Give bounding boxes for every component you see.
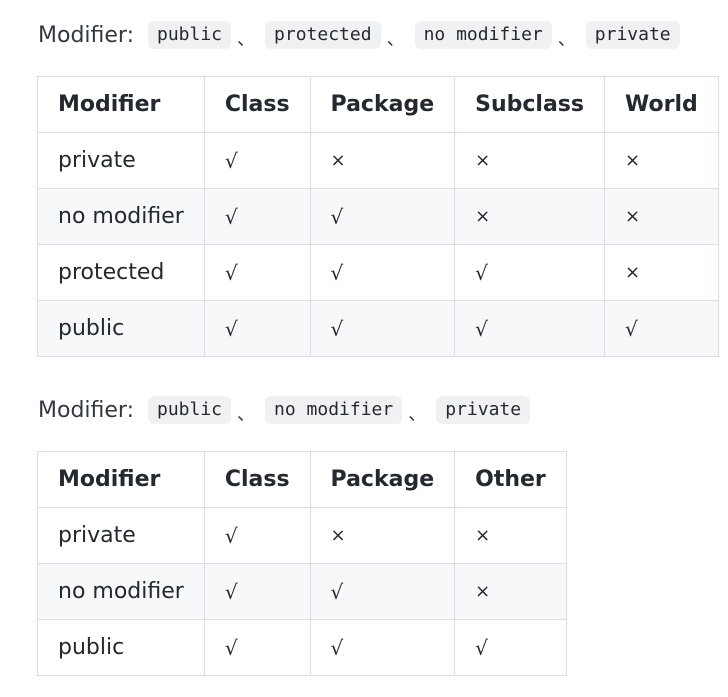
- code-no-modifier: no modifier: [414, 21, 552, 49]
- code-private: private: [585, 21, 680, 49]
- cell-access: ×: [604, 188, 719, 245]
- table-row: public √ √ √ √: [37, 300, 719, 357]
- cell-access: √: [454, 244, 605, 301]
- code-no-modifier: no modifier: [265, 396, 403, 424]
- header-package: Package: [309, 76, 456, 133]
- table-row: no modifier √ √ ×: [37, 563, 567, 620]
- separator: 、: [237, 29, 256, 50]
- header-package: Package: [309, 451, 456, 508]
- cell-access: √: [203, 563, 311, 620]
- header-other: Other: [454, 451, 567, 508]
- cell-access: √: [203, 132, 311, 189]
- cell-access: √: [203, 244, 311, 301]
- separator: 、: [557, 29, 576, 50]
- code-public: public: [147, 396, 232, 424]
- table-header-row: Modifier Class Package Subclass World: [37, 76, 719, 133]
- table-row: protected √ √ √ ×: [37, 244, 719, 301]
- cell-access: ×: [454, 563, 567, 620]
- cell-modifier: private: [37, 132, 205, 189]
- cell-access: √: [203, 619, 311, 676]
- cell-access: √: [203, 507, 311, 564]
- separator: 、: [408, 404, 427, 425]
- cell-access: √: [309, 563, 456, 620]
- header-subclass: Subclass: [454, 76, 605, 133]
- cell-modifier: public: [37, 300, 205, 357]
- cell-access: ×: [454, 507, 567, 564]
- header-world: World: [604, 76, 719, 133]
- cell-access: √: [309, 244, 456, 301]
- modifier-intro-2: Modifier: public 、 no modifier 、 private: [38, 395, 531, 425]
- code-public: public: [147, 21, 232, 49]
- cell-access: √: [203, 188, 311, 245]
- code-protected: protected: [265, 21, 381, 49]
- cell-access: √: [203, 300, 311, 357]
- cell-access: ×: [604, 244, 719, 301]
- table-row: private √ × ×: [37, 507, 567, 564]
- cell-modifier: no modifier: [37, 563, 205, 620]
- cell-access: ×: [454, 132, 605, 189]
- cell-access: √: [454, 300, 605, 357]
- header-modifier: Modifier: [37, 451, 205, 508]
- cell-access: √: [309, 188, 456, 245]
- cell-access: ×: [604, 132, 719, 189]
- header-class: Class: [203, 76, 311, 133]
- table-row: private √ × × ×: [37, 132, 719, 189]
- cell-access: √: [604, 300, 719, 357]
- cell-access: ×: [454, 188, 605, 245]
- intro-label: Modifier:: [38, 397, 134, 423]
- header-modifier: Modifier: [37, 76, 205, 133]
- table-row: public √ √ √: [37, 619, 567, 676]
- cell-modifier: protected: [37, 244, 205, 301]
- separator: 、: [237, 404, 256, 425]
- access-modifier-table-class-members: Modifier Class Package Subclass World pr…: [37, 76, 719, 357]
- cell-access: √: [454, 619, 567, 676]
- access-modifier-table-top-level: Modifier Class Package Other private √ ×…: [37, 451, 567, 676]
- separator: 、: [386, 29, 405, 50]
- header-class: Class: [203, 451, 311, 508]
- cell-access: √: [309, 300, 456, 357]
- intro-label: Modifier:: [38, 22, 134, 48]
- modifier-intro-1: Modifier: public 、 protected 、 no modifi…: [38, 20, 680, 50]
- code-private: private: [436, 396, 531, 424]
- cell-modifier: no modifier: [37, 188, 205, 245]
- cell-access: ×: [309, 132, 456, 189]
- cell-access: √: [309, 619, 456, 676]
- cell-access: ×: [309, 507, 456, 564]
- table-header-row: Modifier Class Package Other: [37, 451, 567, 508]
- cell-modifier: public: [37, 619, 205, 676]
- table-row: no modifier √ √ × ×: [37, 188, 719, 245]
- cell-modifier: private: [37, 507, 205, 564]
